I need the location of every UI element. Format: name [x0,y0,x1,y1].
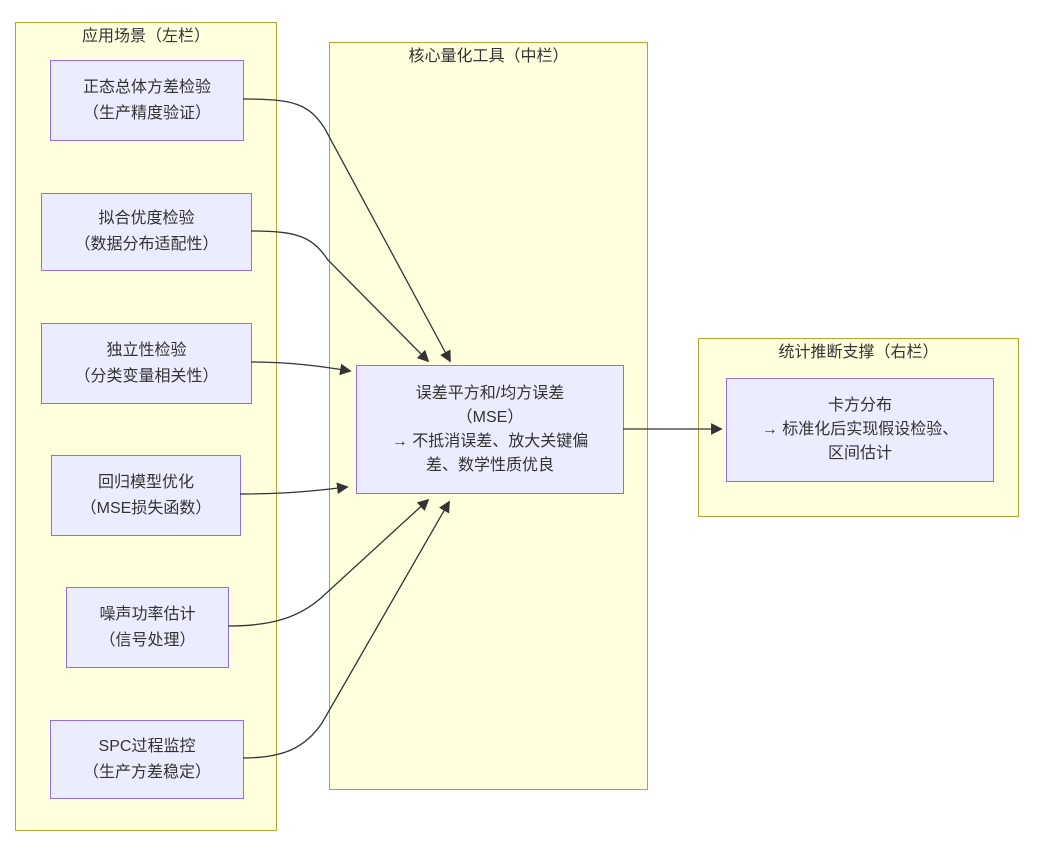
node-line: SPC过程监控 [98,737,196,755]
node-regression-optimization: 回归模型优化 （MSE损失函数） [51,455,241,536]
node-line: → 不抵消误差、放大关键偏 [391,432,589,450]
node-line: （分类变量相关性） [74,367,219,385]
node-spc-process-monitoring: SPC过程监控 （生产方差稳定） [50,720,244,799]
node-line: → 标准化后实现假设检验、 [761,421,959,438]
middle-column-container: 核心量化工具（中栏） 误差平方和/均方误差 （MSE） → 不抵消误差、放大关键… [329,42,648,790]
node-line: （数据分布适配性） [74,236,219,253]
node-line: （MSE） [456,408,524,426]
node-line: 正态总体方差检验 [82,78,211,96]
node-normal-variance-test: 正态总体方差检验 （生产精度验证） [50,60,244,141]
node-line: 区间估计 [827,445,892,462]
left-column-title: 应用场景（左栏） [81,28,210,45]
node-goodness-of-fit-test: 拟合优度检验 （数据分布适配性） [41,193,252,271]
node-line: 差、数学性质优良 [425,456,554,474]
node-line: 误差平方和/均方误差 [415,384,565,402]
node-line: （生产方差稳定） [82,763,211,781]
node-line: （MSE损失函数） [80,499,212,517]
right-column-title: 统计推断支撑（右栏） [778,344,939,361]
node-line: 独立性检验 [106,341,187,359]
node-line: （信号处理） [99,631,196,649]
node-line: 卡方分布 [827,397,892,414]
node-independence-test: 独立性检验 （分类变量相关性） [41,323,252,404]
node-line: 噪声功率估计 [99,605,196,623]
left-column-container: 应用场景（左栏） 正态总体方差检验 （生产精度验证） 拟合优度检验 （数据分布适… [15,22,277,831]
node-noise-power-estimation: 噪声功率估计 （信号处理） [66,587,229,668]
middle-column-title: 核心量化工具（中栏） [408,48,569,65]
node-mse: 误差平方和/均方误差 （MSE） → 不抵消误差、放大关键偏 差、数学性质优良 [356,365,624,494]
node-line: （生产精度验证） [82,104,211,122]
node-chi-square-distribution: 卡方分布 → 标准化后实现假设检验、 区间估计 [726,378,994,482]
node-line: 回归模型优化 [97,473,194,491]
node-line: 拟合优度检验 [98,210,195,227]
right-column-container: 统计推断支撑（右栏） 卡方分布 → 标准化后实现假设检验、 区间估计 [698,338,1019,517]
